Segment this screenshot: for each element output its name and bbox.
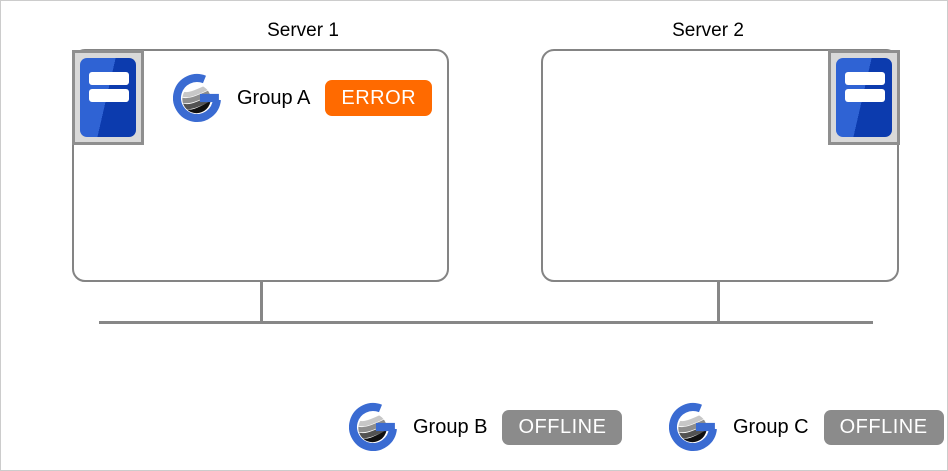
group-b-name: Group B	[413, 415, 488, 438]
server-tower-slot	[845, 72, 885, 85]
server-tower-body	[80, 58, 136, 137]
server1-tower-icon	[72, 50, 144, 145]
group-c-name: Group C	[733, 415, 809, 438]
group-globe-logo-icon	[349, 403, 397, 451]
server1-label: Server 1	[267, 20, 339, 41]
network-bus-line	[99, 321, 873, 324]
server2-label: Server 2	[672, 20, 744, 41]
server-tower-slot	[89, 89, 129, 102]
group-c-status-badge: OFFLINE	[823, 409, 944, 445]
server2-network-connector	[717, 280, 720, 323]
server-tower-slot	[845, 89, 885, 102]
group-a-status-badge: ERROR	[325, 80, 433, 116]
group-b-row: Group B OFFLINE	[349, 401, 623, 453]
group-b-status-badge: OFFLINE	[502, 409, 623, 445]
group-globe-logo-icon	[173, 74, 221, 122]
group-globe-logo-icon	[669, 403, 717, 451]
server-tower-body	[836, 58, 892, 137]
server1-network-connector	[260, 280, 263, 323]
server-tower-slot	[89, 72, 129, 85]
group-a-name: Group A	[237, 86, 311, 109]
server2-tower-icon	[828, 50, 900, 145]
group-a-row: Group A ERROR	[173, 72, 433, 124]
group-c-row: Group C OFFLINE	[669, 401, 944, 453]
